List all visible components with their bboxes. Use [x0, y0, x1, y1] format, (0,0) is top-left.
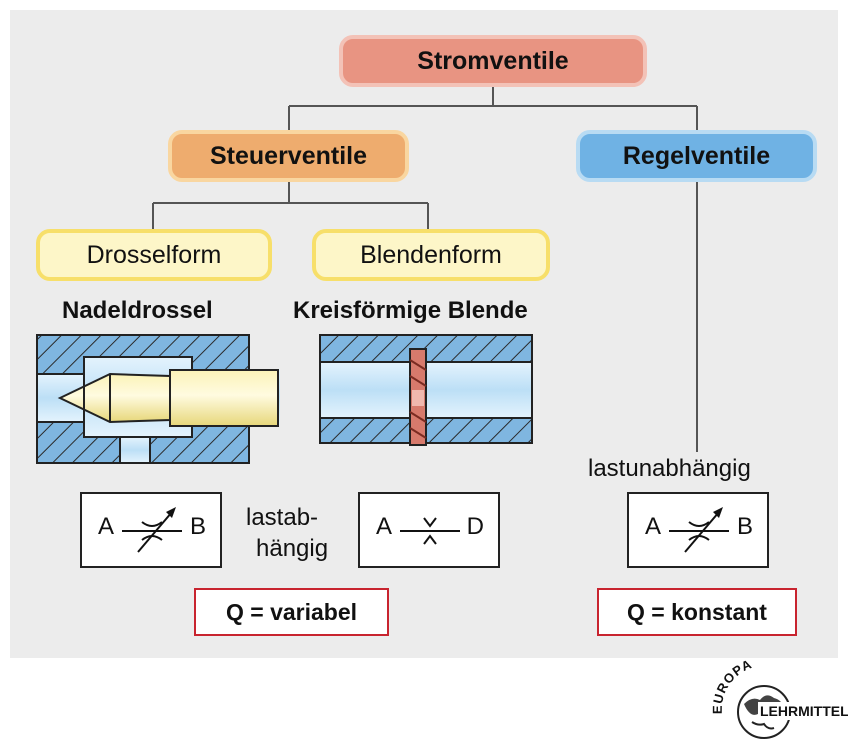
- regelventile-label: Regelventile: [622, 141, 771, 170]
- q-konstant-box: Q = konstant: [597, 588, 797, 636]
- symbol-port-a: A: [376, 513, 393, 540]
- symbol-port-a: A: [645, 513, 662, 540]
- needle-icon: [57, 369, 279, 427]
- adjustable-throttle-icon: [669, 507, 729, 553]
- blendenform-node: Blendenform: [312, 229, 550, 281]
- drosselform-label: Drosselform: [86, 240, 222, 269]
- regelventil-symbol: A B: [627, 492, 769, 568]
- blendenform-label: Blendenform: [360, 240, 502, 269]
- blende-symbol: A D: [358, 492, 500, 568]
- symbol-port-b: B: [736, 513, 753, 540]
- adjustable-throttle-icon: [122, 507, 182, 553]
- stromventile-node: Stromventile: [339, 35, 647, 87]
- lastabhaengig-line2: hängig: [256, 535, 329, 562]
- steuerventile-node: Steuerventile: [168, 130, 409, 182]
- stromventile-label: Stromventile: [417, 46, 569, 75]
- q-variabel-label: Q = variabel: [225, 598, 358, 625]
- nadeldrossel-symbol: A B: [80, 492, 222, 568]
- lastabhaengig-line1: lastab-: [246, 504, 319, 531]
- orifice-plate-icon: [409, 348, 427, 446]
- logo-lehrmittel-text: LEHRMITTEL: [760, 703, 848, 719]
- symbol-port-a: A: [98, 513, 115, 540]
- symbol-port-d: D: [466, 513, 484, 540]
- regelventile-node: Regelventile: [576, 130, 817, 182]
- orifice-icon: [400, 517, 460, 545]
- steuerventile-label: Steuerventile: [209, 141, 367, 170]
- lastunabhaengig-label: lastunabhängig: [588, 455, 751, 482]
- blende-title: Kreisförmige Blende: [293, 297, 528, 324]
- q-konstant-label: Q = konstant: [627, 598, 767, 625]
- symbol-port-b: B: [189, 513, 206, 540]
- nadeldrossel-title: Nadeldrossel: [62, 297, 213, 324]
- drosselform-node: Drosselform: [36, 229, 272, 281]
- q-variabel-box: Q = variabel: [194, 588, 389, 636]
